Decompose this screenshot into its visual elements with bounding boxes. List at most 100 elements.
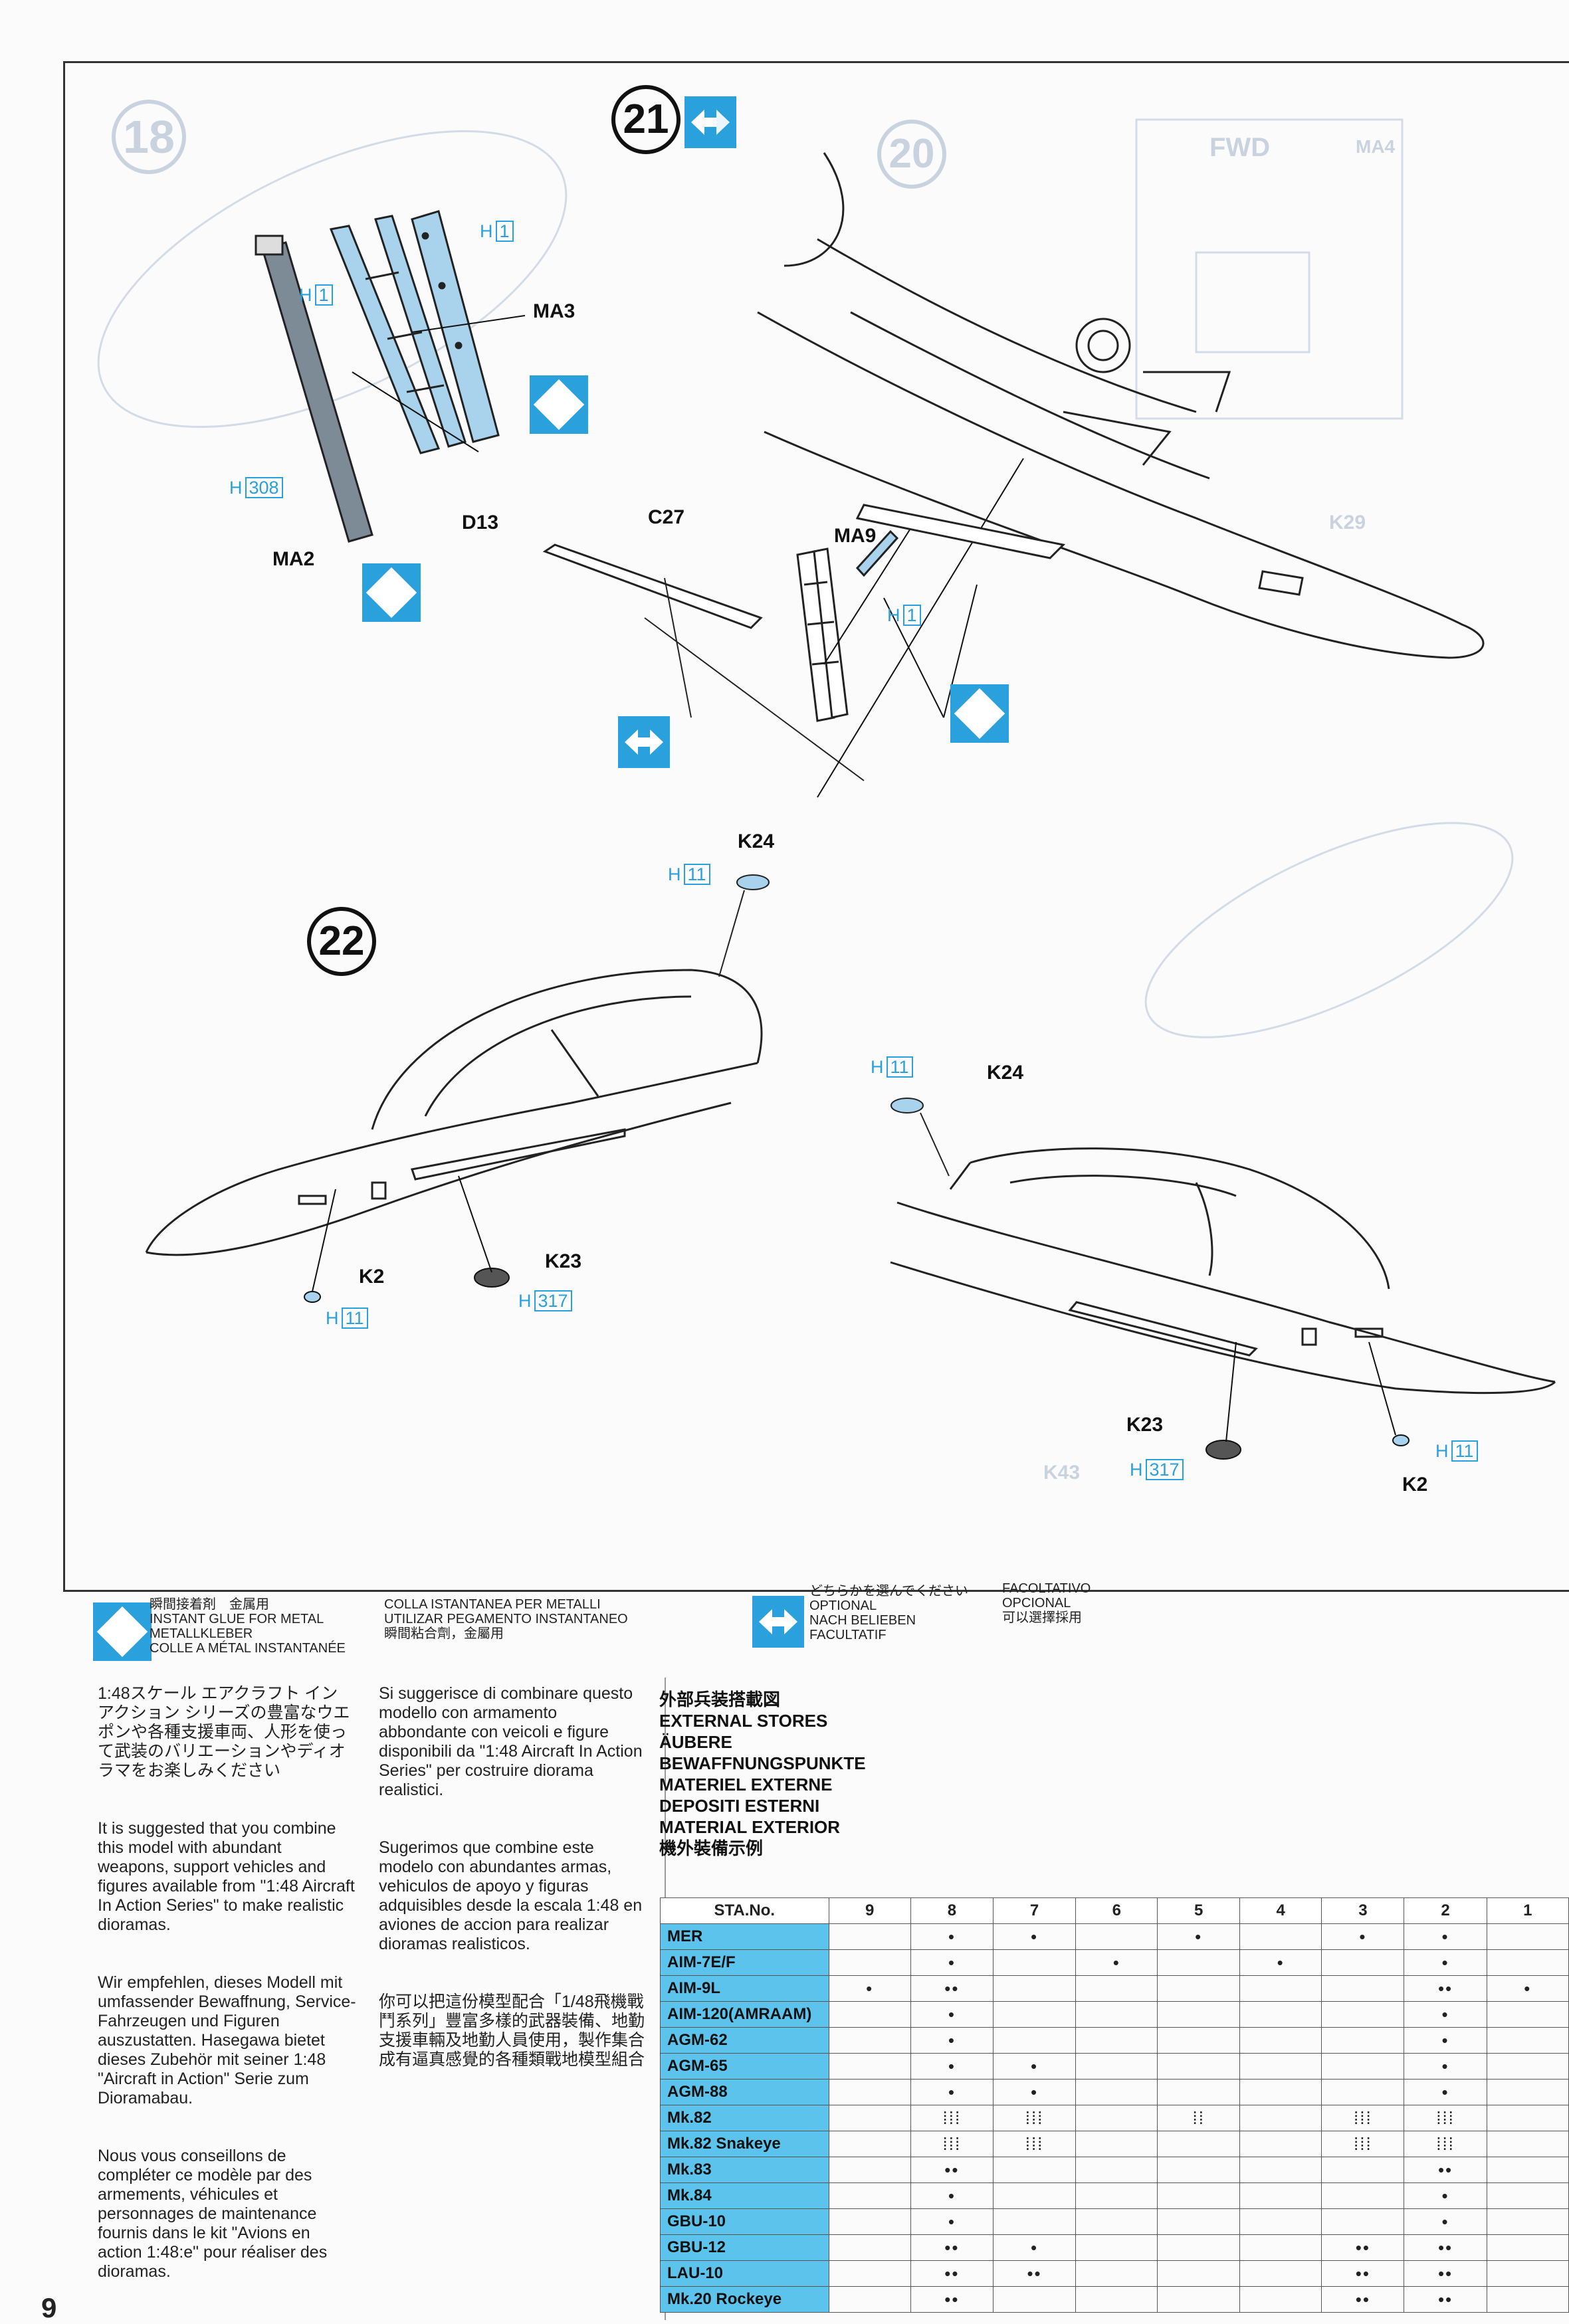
station-header: 8 xyxy=(910,1897,994,1924)
store-station-cell xyxy=(1486,2027,1569,2054)
store-name: GBU-10 xyxy=(660,2208,829,2235)
store-station-cell: ⁞⁞⁞ xyxy=(992,2105,1077,2131)
store-station-cell xyxy=(1486,2131,1569,2157)
store-station-cell: • xyxy=(910,2079,994,2105)
store-station-cell xyxy=(1486,2260,1569,2287)
ladder-ma2 xyxy=(255,235,373,543)
store-station-cell xyxy=(1075,2053,1158,2080)
store-station-cell xyxy=(1157,2001,1241,2028)
store-name: AIM-9L xyxy=(660,1975,829,2002)
store-station-cell: • xyxy=(1404,2001,1487,2028)
station-header: 2 xyxy=(1404,1897,1487,1924)
store-station-cell: • xyxy=(1239,1949,1322,1976)
store-station-cell xyxy=(1239,2053,1322,2080)
store-name: AGM-88 xyxy=(660,2079,829,2105)
stores-row: Mk.82⁞⁞⁞⁞⁞⁞⁞⁞⁞⁞⁞⁞⁞⁞ xyxy=(660,2105,1569,2131)
store-station-cell xyxy=(1239,2260,1322,2287)
store-station-cell xyxy=(1239,2001,1322,2028)
store-station-cell xyxy=(828,1949,911,1976)
store-station-cell: ⁞⁞⁞ xyxy=(910,2131,994,2157)
store-station-cell xyxy=(1239,2105,1322,2131)
store-station-cell: ⁞⁞⁞ xyxy=(1404,2131,1487,2157)
label-k23-right: K23 xyxy=(1126,1414,1164,1436)
store-station-cell xyxy=(828,2182,911,2209)
ladder-ma3 xyxy=(411,210,500,443)
store-name: GBU-12 xyxy=(660,2234,829,2261)
label-k24-right: K24 xyxy=(987,1062,1024,1084)
store-station-cell xyxy=(1239,2027,1322,2054)
store-station-cell: ⁞⁞⁞ xyxy=(1321,2131,1405,2157)
store-station-cell xyxy=(828,2286,911,2313)
store-station-cell xyxy=(828,2079,911,2105)
store-station-cell: ⁞⁞⁞ xyxy=(1321,2105,1405,2131)
station-header: 5 xyxy=(1157,1897,1241,1924)
store-station-cell xyxy=(1486,2001,1569,2028)
store-station-cell: • xyxy=(1321,1923,1405,1950)
label-k2-right: K2 xyxy=(1402,1474,1428,1496)
fuselage-step21 xyxy=(757,152,1485,659)
store-station-cell xyxy=(828,2157,911,2183)
stores-row: GBU-10•• xyxy=(660,2208,1569,2235)
page-number: 9 xyxy=(41,2292,57,2323)
stores-row: Mk.83•••• xyxy=(660,2157,1569,2183)
store-station-cell xyxy=(1157,2260,1241,2287)
store-station-cell: •• xyxy=(1321,2260,1405,2287)
optional-arrows-icon xyxy=(625,729,663,755)
store-station-cell: •• xyxy=(1321,2286,1405,2313)
store-station-cell xyxy=(1157,1975,1241,2002)
stores-row: GBU-12••••••• xyxy=(660,2234,1569,2261)
stores-row: Mk.82 Snakeye⁞⁞⁞⁞⁞⁞⁞⁞⁞⁞⁞⁞ xyxy=(660,2131,1569,2157)
store-station-cell xyxy=(1075,2001,1158,2028)
store-station-cell xyxy=(1321,2208,1405,2235)
store-station-cell xyxy=(1486,2208,1569,2235)
store-station-cell: • xyxy=(1404,2182,1487,2209)
store-station-cell xyxy=(992,2208,1077,2235)
store-station-cell xyxy=(1239,2286,1322,2313)
store-station-cell xyxy=(1075,2182,1158,2209)
stores-row: AIM-120(AMRAAM)•• xyxy=(660,2001,1569,2028)
text-jp: 1:48スケール エアクラフト イン アクション シリーズの豊富なウエポンや各種… xyxy=(98,1684,350,1780)
text-column-1: 1:48スケール エアクラフト イン アクション シリーズの豊富なウエポンや各種… xyxy=(98,1684,357,2320)
store-station-cell: •• xyxy=(1404,2157,1487,2183)
store-station-cell xyxy=(1157,2027,1241,2054)
store-station-cell xyxy=(1075,2208,1158,2235)
store-station-cell: •• xyxy=(1404,2260,1487,2287)
store-station-cell: • xyxy=(1404,1949,1487,1976)
k23-part-left xyxy=(474,1268,510,1288)
store-station-cell xyxy=(828,2053,911,2080)
ghost-k43: K43 xyxy=(1043,1462,1081,1484)
store-station-cell xyxy=(1486,1923,1569,1950)
instant-glue-icon-ma3 xyxy=(530,375,588,434)
store-station-cell: • xyxy=(910,2182,994,2209)
ghost-grid xyxy=(1195,251,1310,353)
store-station-cell xyxy=(992,1949,1077,1976)
stores-row: Mk.20 Rockeye•••••• xyxy=(660,2286,1569,2313)
store-station-cell xyxy=(828,2234,911,2261)
step-21-number: 21 xyxy=(611,85,680,154)
store-station-cell: •• xyxy=(992,2260,1077,2287)
ghost-drop-tank xyxy=(97,130,568,429)
store-station-cell: • xyxy=(992,2053,1077,2080)
store-station-cell: • xyxy=(992,2079,1077,2105)
store-station-cell xyxy=(1075,2286,1158,2313)
store-station-cell xyxy=(1157,2182,1241,2209)
store-station-cell: • xyxy=(910,2208,994,2235)
store-station-cell: •• xyxy=(1321,2234,1405,2261)
store-station-cell xyxy=(1157,2157,1241,2183)
store-name: Mk.84 xyxy=(660,2182,829,2209)
store-station-cell xyxy=(828,2131,911,2157)
store-station-cell: •• xyxy=(910,1975,994,2002)
ghost-step-18: 18 xyxy=(112,100,186,174)
store-station-cell xyxy=(1486,2182,1569,2209)
station-header: 4 xyxy=(1239,1897,1322,1924)
stores-row: MER••••• xyxy=(660,1923,1569,1950)
store-name: Mk.20 Rockeye xyxy=(660,2286,829,2313)
legend-optional-icon xyxy=(752,1596,804,1648)
